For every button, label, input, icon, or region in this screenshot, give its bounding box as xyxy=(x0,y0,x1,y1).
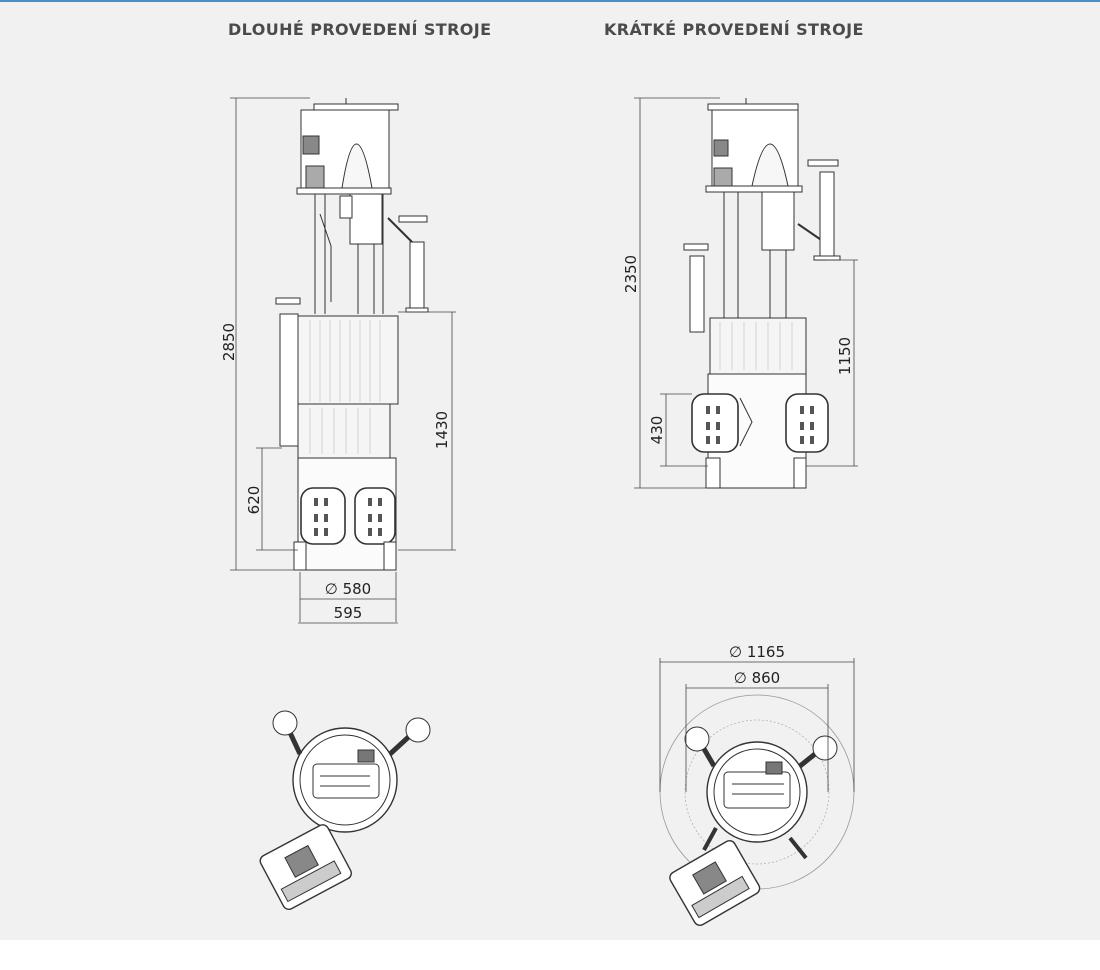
short-dimension-lines xyxy=(634,97,858,489)
title-long-version: DLOUHÉ PROVEDENÍ STROJE xyxy=(228,20,492,39)
short-diameter-outer-label: ∅ 1165 xyxy=(729,643,785,661)
long-machine-side-view xyxy=(275,98,429,571)
short-machine-side-view xyxy=(683,98,841,489)
long-height-base-label: 620 xyxy=(245,486,263,515)
short-diameter-inner-label: ∅ 860 xyxy=(734,669,780,687)
short-height-total-label: 2350 xyxy=(622,255,640,293)
technical-drawing: 2850 1430 620 ∅ 580 595 2350 1150 430 ∅ … xyxy=(220,97,858,926)
title-short-version: KRÁTKÉ PROVEDENÍ STROJE xyxy=(604,20,864,39)
long-dimension-lines xyxy=(230,97,456,624)
short-height-column-label: 1150 xyxy=(836,337,854,375)
long-height-column-label: 1430 xyxy=(433,411,451,449)
short-machine-top-view xyxy=(659,694,855,926)
long-machine-top-view xyxy=(259,710,431,910)
long-diameter-label: ∅ 580 xyxy=(325,580,371,598)
short-top-dimension-lines xyxy=(659,658,855,792)
dimension-labels: 2850 1430 620 ∅ 580 595 2350 1150 430 ∅ … xyxy=(220,255,854,687)
drawing-panel: DLOUHÉ PROVEDENÍ STROJE KRÁTKÉ PROVEDENÍ… xyxy=(0,0,1100,940)
long-height-total-label: 2850 xyxy=(220,323,238,361)
long-width-label: 595 xyxy=(334,604,363,622)
short-height-base-label: 430 xyxy=(648,416,666,445)
